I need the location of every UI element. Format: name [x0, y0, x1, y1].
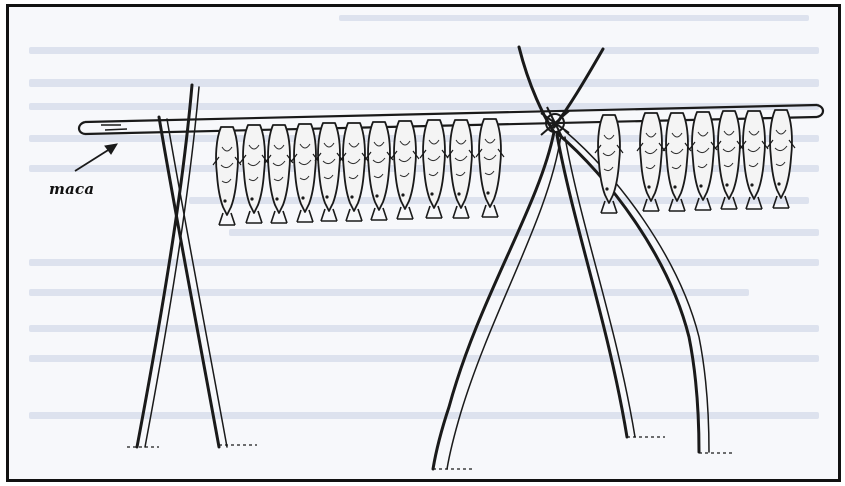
maca-label: maca	[49, 180, 94, 198]
hanging-fish	[213, 110, 795, 225]
pointer-arrow	[75, 144, 117, 171]
figure-frame: maca	[6, 4, 841, 482]
fish-drying-illustration	[9, 7, 838, 479]
left-support	[137, 85, 227, 447]
